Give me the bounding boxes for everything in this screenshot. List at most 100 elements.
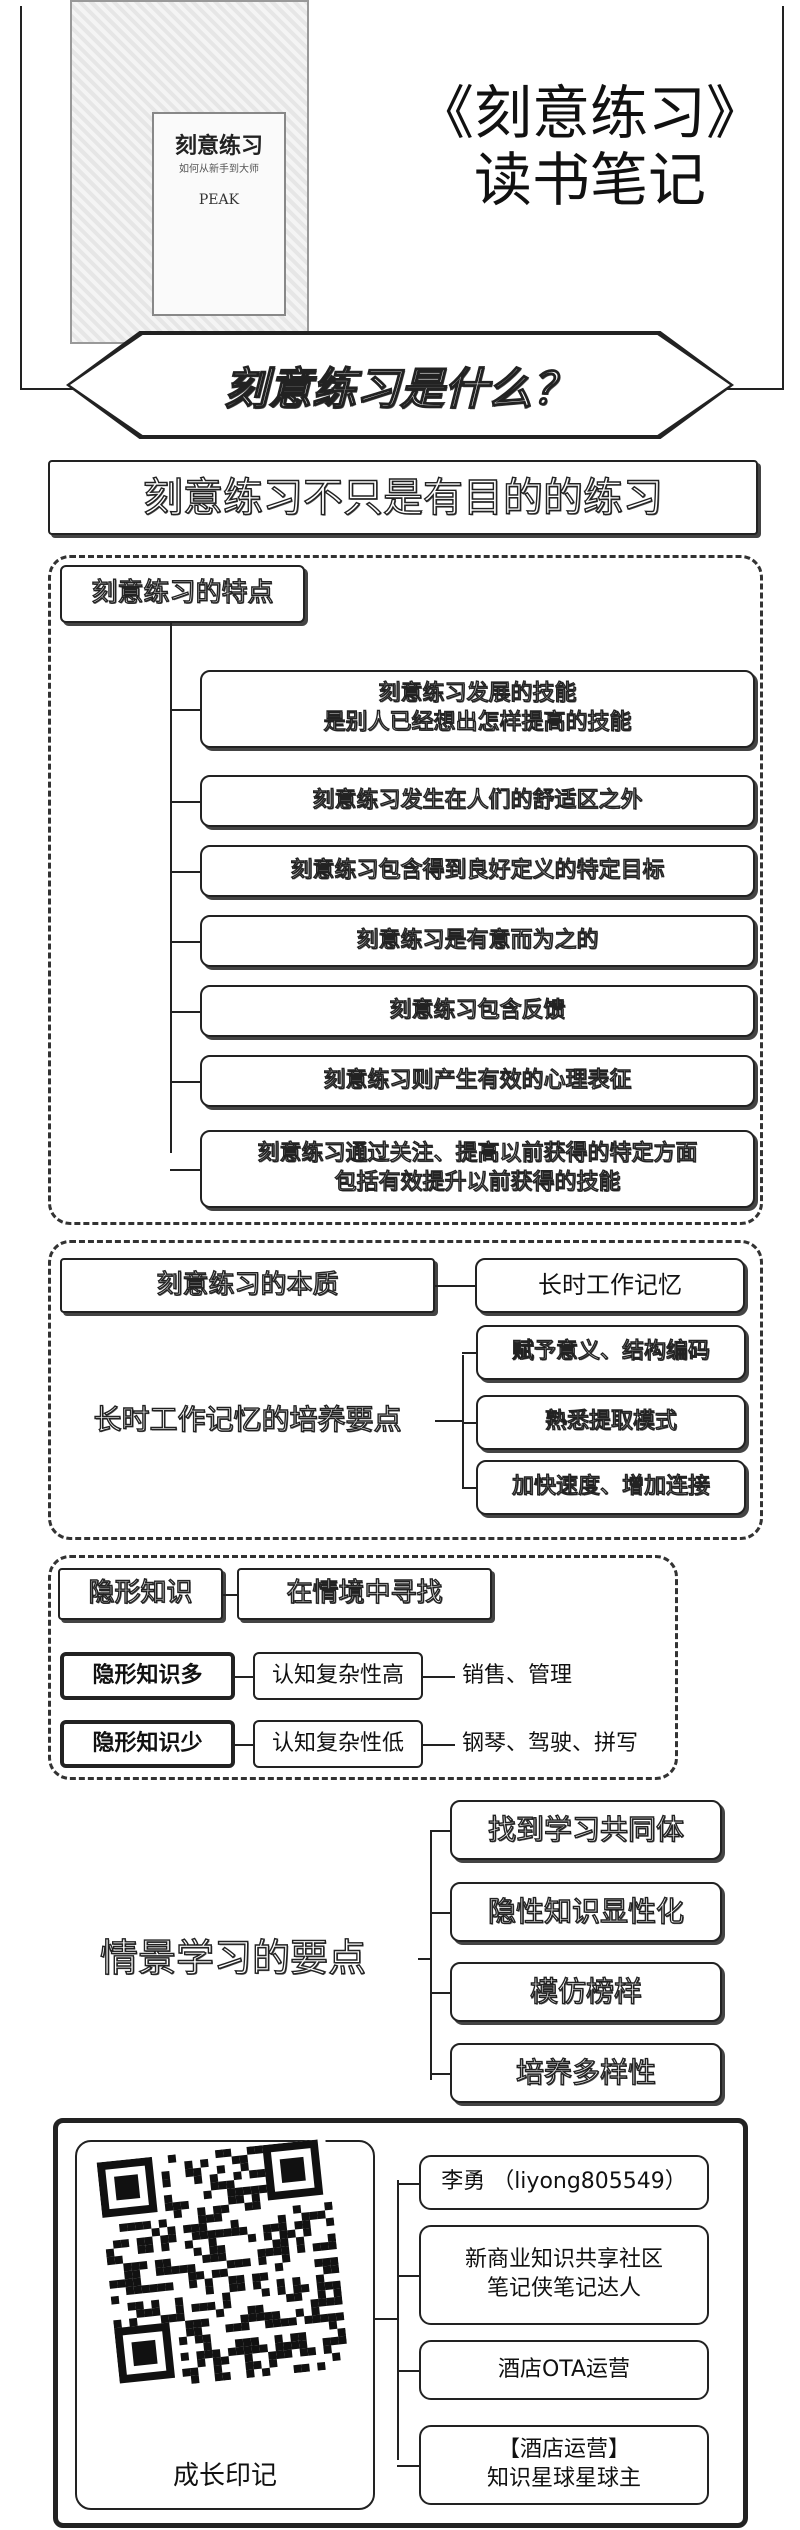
qr-module — [190, 2223, 200, 2233]
qr-module — [195, 2271, 205, 2280]
qr-module — [230, 2219, 239, 2229]
qr-module — [244, 2353, 254, 2363]
qr-module — [131, 2261, 140, 2271]
qr-module — [226, 2259, 236, 2269]
qr-module — [334, 2296, 343, 2306]
qr-module — [137, 2245, 146, 2254]
qr-module — [125, 2286, 135, 2296]
qr-module — [242, 2258, 252, 2267]
qr-module — [222, 2300, 232, 2309]
essence-connector — [435, 1285, 475, 1287]
qr-module — [254, 2145, 264, 2154]
qr-module — [136, 2309, 145, 2318]
qr-module — [131, 2339, 158, 2367]
feature-item: 刻意练习则产生有效的心理表征 — [200, 1055, 755, 1107]
book-cover-english: PEAK — [198, 192, 240, 208]
qr-module — [252, 2201, 261, 2211]
qr-module — [203, 2342, 212, 2351]
qr-module — [328, 2241, 337, 2250]
qr-module — [327, 2312, 337, 2322]
qr-module — [185, 2168, 194, 2178]
qr-module — [234, 2258, 244, 2268]
qr-module — [163, 2194, 173, 2204]
qr-module — [171, 2265, 181, 2275]
qr-module — [277, 2286, 286, 2296]
section1-connector-branch — [170, 871, 200, 873]
qr-module — [231, 2227, 240, 2237]
training-connector-vertical — [462, 1355, 464, 1487]
qr-module — [247, 2305, 256, 2315]
qr-module — [288, 2317, 298, 2326]
tacit-row-examples: 销售、管理 — [462, 1663, 573, 1688]
qr-module — [172, 2201, 182, 2211]
qr-module — [277, 2214, 287, 2224]
qr-module — [242, 2337, 252, 2347]
qr-module — [242, 2186, 252, 2196]
qr-module — [302, 2227, 312, 2237]
qr-module — [189, 2367, 199, 2377]
qr-module — [274, 2334, 283, 2344]
qr-module — [319, 2313, 329, 2323]
tacit-row-connector — [423, 1744, 455, 1746]
qr-module — [191, 2231, 201, 2241]
qr-module — [268, 2359, 278, 2368]
qr-module — [158, 2219, 168, 2228]
training-item: 加快速度、增加连接 — [476, 1460, 746, 1515]
training-connector-branch — [462, 1352, 476, 1354]
qr-module — [114, 2255, 124, 2265]
qr-module — [220, 2204, 230, 2214]
qr-module — [188, 2279, 198, 2289]
qr-module — [196, 2350, 205, 2360]
qr-module — [167, 2154, 177, 2164]
qr-module — [110, 2295, 120, 2305]
qr-module — [190, 2375, 200, 2384]
qr-module — [160, 2234, 169, 2244]
section1-connector-branch — [170, 709, 200, 711]
qr-module — [259, 2344, 269, 2353]
qr-module — [231, 2155, 241, 2165]
qr-module — [302, 2219, 311, 2229]
qr-module — [265, 2247, 274, 2257]
qr-module — [114, 2174, 141, 2201]
qr-module — [207, 2301, 216, 2311]
qr-module — [219, 2268, 229, 2278]
qr-module — [216, 2165, 226, 2174]
qr-module — [212, 2356, 222, 2366]
qr-module — [251, 2344, 261, 2354]
qr-module — [316, 2282, 326, 2291]
qr-module — [239, 2154, 249, 2164]
qr-module — [226, 2187, 236, 2197]
qr-module — [199, 2302, 208, 2312]
section4-connector-branch — [430, 1912, 450, 1914]
qr-module — [312, 2314, 321, 2324]
qr-module — [185, 2319, 194, 2329]
training-label: 长时工作记忆的培养要点 — [60, 1390, 435, 1450]
qr-module — [179, 2264, 188, 2274]
section3-dashed-frame — [48, 1555, 678, 1780]
qr-module — [164, 2202, 174, 2212]
section1-connector-branch — [170, 941, 200, 943]
qr-module — [168, 2234, 177, 2243]
qr-module — [168, 2313, 178, 2323]
qr-module — [187, 2271, 197, 2281]
qr-module — [326, 2297, 335, 2306]
qr-module — [247, 2233, 257, 2243]
qr-module — [215, 2308, 225, 2318]
qr-module — [150, 2299, 160, 2309]
qr-module — [127, 2302, 137, 2311]
qr-module — [257, 2248, 266, 2258]
page-title-line1: 《刻意练习》 — [415, 79, 764, 147]
profile-item: 新商业知识共享社区 笔记侠笔记达人 — [419, 2225, 709, 2325]
qr-module — [106, 2256, 116, 2266]
qr-module — [134, 2221, 144, 2231]
qr-module — [187, 2263, 196, 2273]
qr-module — [225, 2323, 234, 2333]
qr-module — [203, 2190, 213, 2200]
situation-item: 培养多样性 — [450, 2043, 722, 2103]
qr-module — [233, 2322, 242, 2332]
qr-module — [255, 2304, 264, 2314]
qr-module — [287, 2229, 296, 2239]
footer-connector-horizontal — [375, 2318, 397, 2320]
qr-module — [205, 2285, 215, 2295]
qr-module — [292, 2284, 302, 2294]
